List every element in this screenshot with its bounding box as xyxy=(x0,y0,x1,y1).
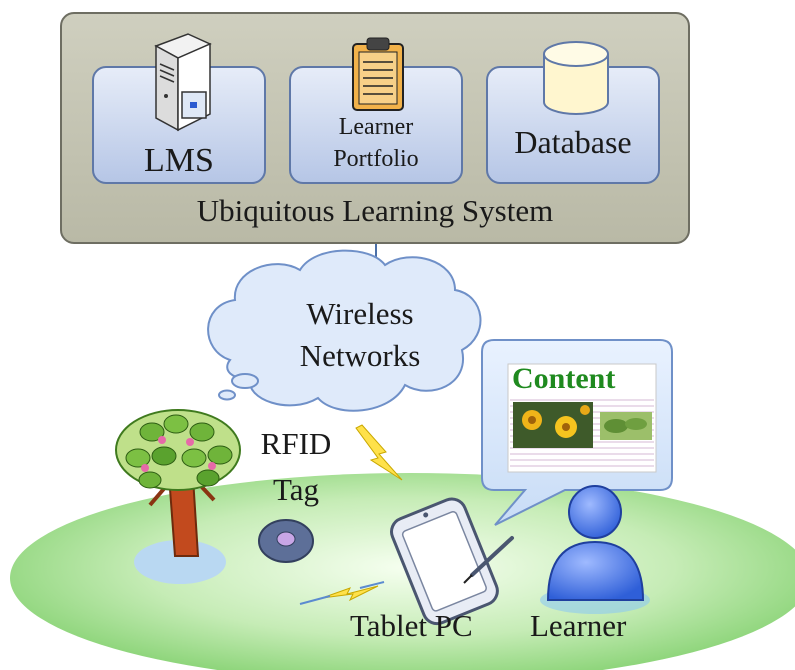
content-title: Content xyxy=(512,362,616,395)
system-title: Ubiquitous Learning System xyxy=(196,193,554,228)
lms-module: LMS xyxy=(92,33,266,184)
leaf-photo xyxy=(600,412,652,440)
tablet-icon xyxy=(390,497,499,626)
rfid-tag-label-line2: Tag xyxy=(272,472,320,507)
database-icon xyxy=(543,41,609,115)
stylus-icon xyxy=(463,536,514,584)
rfid-tag-label-line1: RFID xyxy=(260,426,332,461)
database-module: Database xyxy=(486,41,660,184)
server-icon xyxy=(154,33,212,132)
database-label: Database xyxy=(514,124,632,160)
content-card xyxy=(507,363,657,473)
person-icon xyxy=(540,485,650,614)
wireless-networks-label-line1: Wireless xyxy=(306,296,414,331)
learner-portfolio-module: Learner Portfolio xyxy=(289,37,463,184)
learner-portfolio-label-line2: Portfolio xyxy=(333,146,419,172)
lms-label: LMS xyxy=(144,142,214,179)
clipboard-icon xyxy=(352,37,404,111)
cloud-shape xyxy=(207,249,482,412)
tree-icon xyxy=(115,409,241,584)
lightning-icon xyxy=(355,424,403,481)
lightning-icon xyxy=(299,581,385,605)
wireless-networks-label-line2: Networks xyxy=(299,338,421,373)
tablet-pc-label: Tablet PC xyxy=(350,608,473,643)
flower-photo xyxy=(513,402,593,448)
rfid-tag-icon xyxy=(258,519,314,563)
learner-label: Learner xyxy=(530,608,627,643)
learner-portfolio-label-line1: Learner xyxy=(338,114,414,140)
